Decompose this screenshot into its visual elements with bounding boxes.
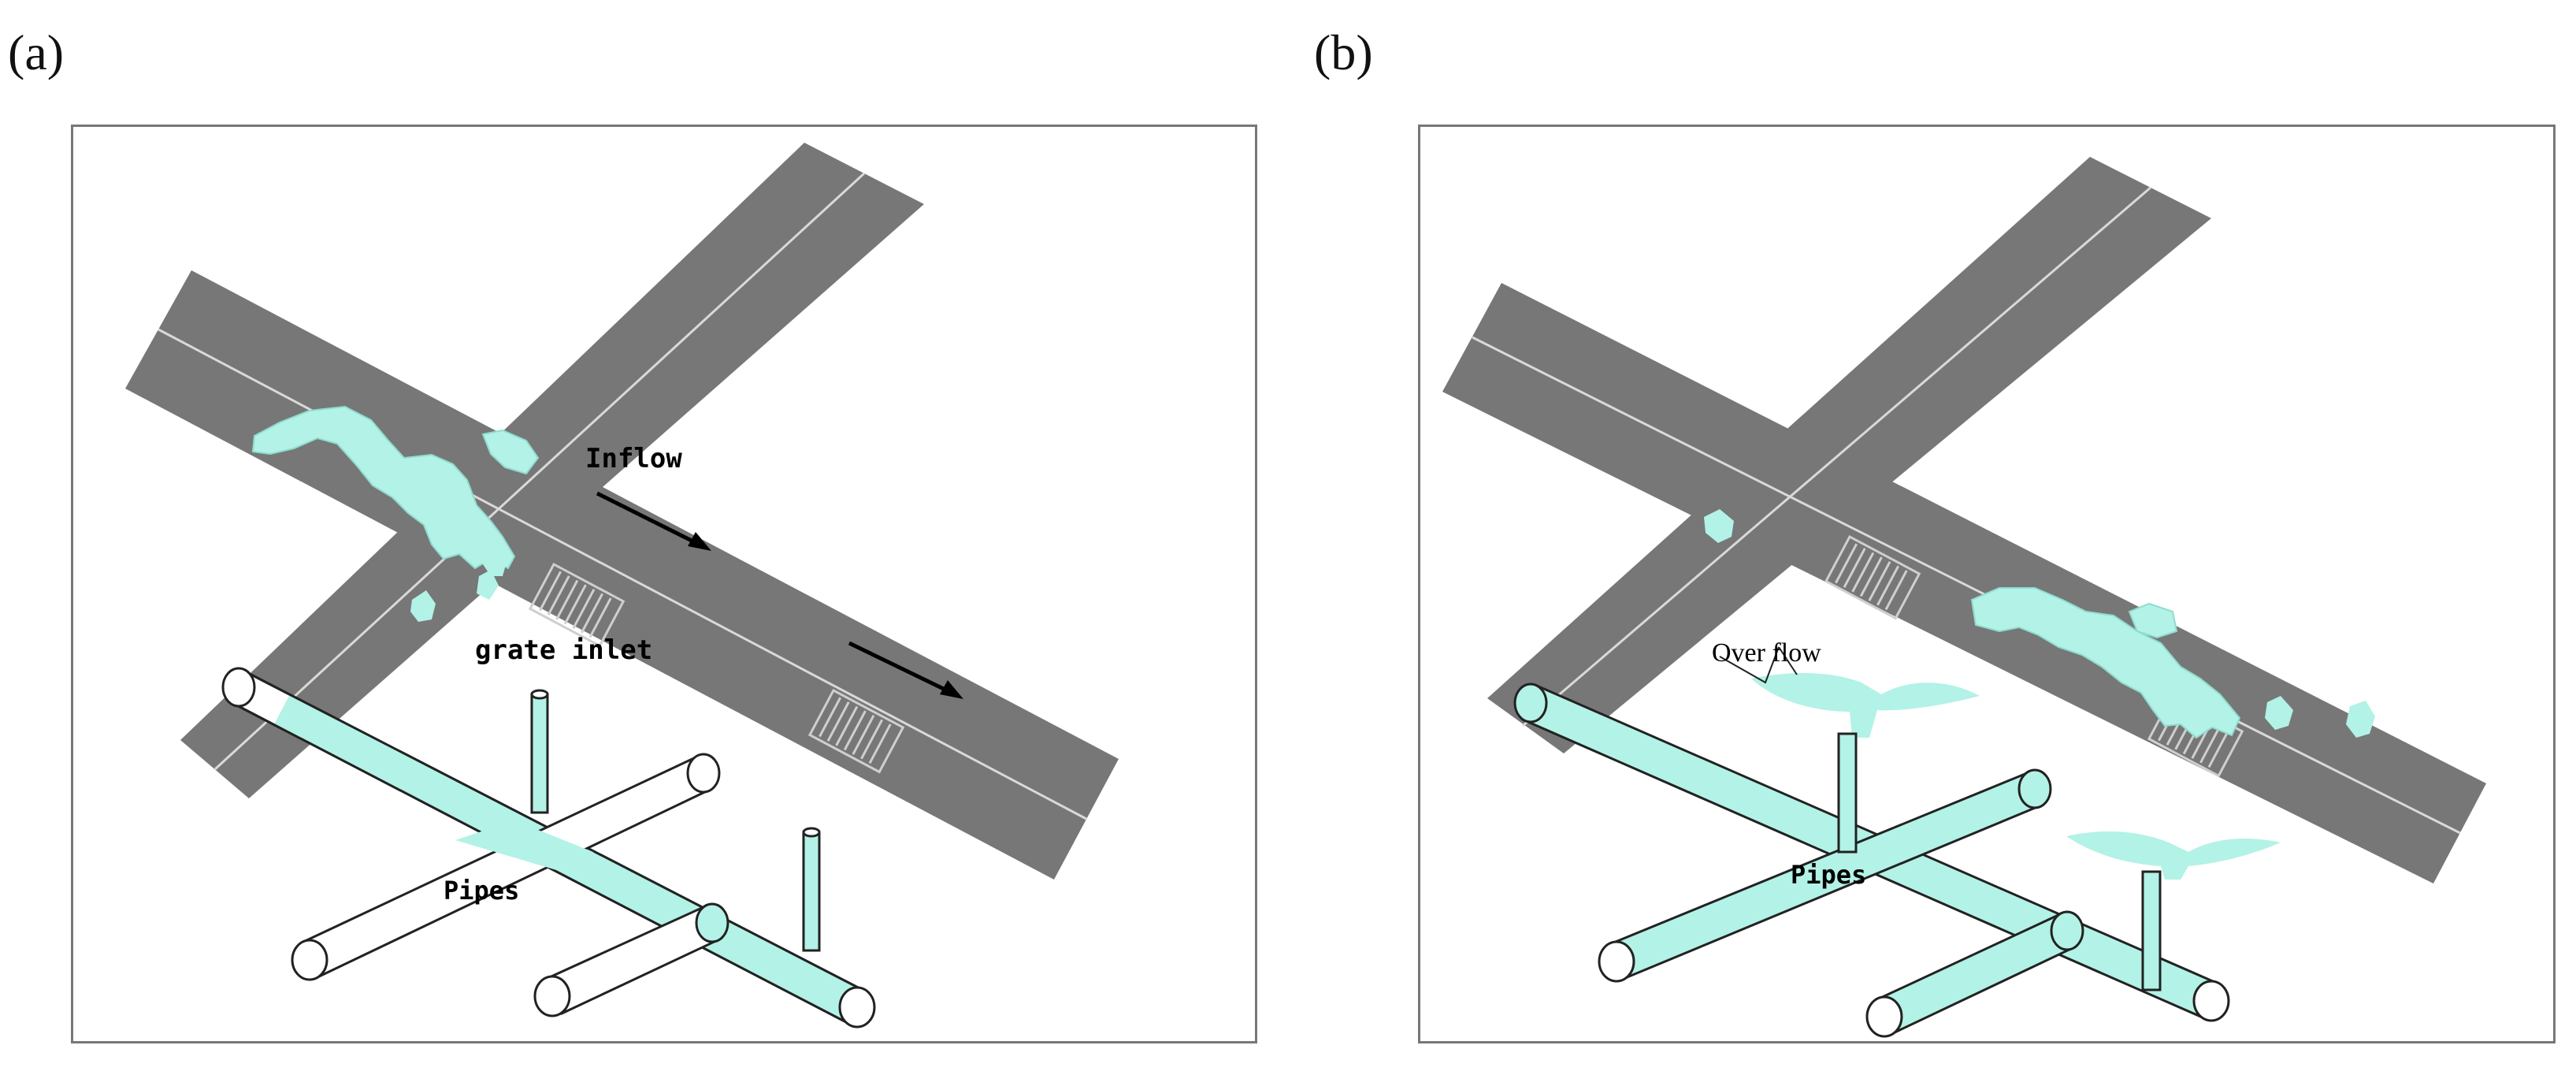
pipe-cross-1-water	[455, 820, 593, 872]
riser-pipe-2	[802, 831, 821, 952]
riser-pipe-2	[2141, 870, 2162, 991]
riser-pipe-1	[1837, 732, 1858, 854]
pipe-network	[1513, 683, 2230, 1038]
pipe-cross-2	[542, 906, 723, 1015]
pipe-cross-2	[1873, 913, 2078, 1035]
flow-arrow-2	[848, 641, 963, 699]
panel-label-b: (b)	[1314, 24, 1373, 80]
surface-water-drop-3	[410, 590, 436, 622]
road-centerline-main	[1472, 336, 2461, 835]
overflow-callout	[1719, 646, 1798, 684]
road-cross	[180, 143, 924, 798]
panel-b-frame: Over flow Pipes	[1418, 125, 2556, 1043]
flow-arrow-1	[596, 491, 711, 551]
grate-inlet-1	[528, 562, 625, 648]
panel-label-a: (a)	[8, 24, 65, 80]
panel-a-illustration: Inflow grate inlet Pipes	[125, 143, 1119, 1029]
panel-b-illustration: Over flow Pipes	[1442, 157, 2486, 1038]
surface-water-drop-1	[481, 538, 508, 576]
grate-inlet-2	[807, 688, 905, 774]
pipe-network	[221, 667, 876, 1029]
overflow-plume-1	[1751, 673, 1980, 738]
pipes-label-a: Pipes	[444, 876, 519, 906]
overflow-label: Over flow	[1712, 638, 1821, 668]
road-centerline-cross	[1522, 186, 2151, 727]
inflow-label: Inflow	[585, 443, 682, 474]
overflow-plume-2	[2066, 831, 2281, 880]
riser-pipe-1	[530, 693, 549, 814]
pipes-label-b: Pipes	[1791, 860, 1866, 890]
road-cross	[1487, 157, 2211, 753]
road-centerline-cross	[213, 172, 866, 771]
surface-water-drop-2	[2346, 701, 2375, 738]
surface-water-drop-3	[1704, 509, 1734, 543]
panel-a-frame: Inflow grate inlet Pipes	[71, 125, 1257, 1043]
grate-inlet-1	[1824, 534, 1921, 620]
surface-water	[1970, 587, 2241, 739]
surface-water-drop-2	[477, 570, 499, 600]
grate-inlet-label: grate inlet	[475, 634, 652, 666]
surface-water-drop-1	[2265, 696, 2293, 730]
